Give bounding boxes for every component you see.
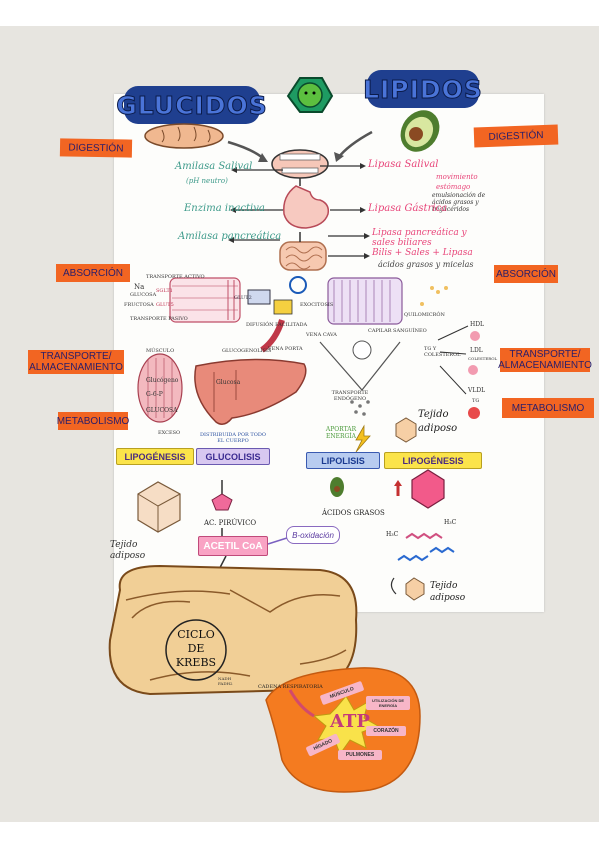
- label-exceso: EXCESO: [158, 430, 181, 436]
- stomach-icon: [283, 185, 330, 229]
- label-transporte-activo: TRANSPORTE ACTIVO: [146, 274, 205, 280]
- label-difusion: DIFUSIÓN FACILITADA: [246, 322, 308, 328]
- label-musculo: MÚSCULO: [146, 348, 175, 354]
- label-sglt1: SGLT1: [156, 288, 173, 294]
- label-glucogeno: Glucógeno: [146, 377, 179, 384]
- label-vena-porta: VENA PORTA: [268, 346, 303, 352]
- fat-cube-left-icon: [137, 481, 181, 533]
- label-tg-colesterol: TG Y COLESTEROL: [424, 346, 461, 358]
- banner-lipolisis: LIPOLISIS: [306, 452, 380, 469]
- label-acidos-grasos: ÁCIDOS GRASOS: [322, 509, 385, 517]
- label-h3c-2: H₃C: [386, 531, 399, 538]
- label-transporte-endogeno: TRANSPORTE ENDÓGENO: [331, 390, 369, 402]
- absorption-cell-right: [327, 277, 403, 325]
- banner-lipogenesis-left: LIPOGÉNESIS: [116, 448, 194, 465]
- label-vena-cava: VENA CAVA: [306, 332, 337, 338]
- tag-absorcion-left: ABSORCIÓN: [56, 264, 130, 282]
- tag-metabolismo-left: METABOLISMO: [57, 412, 129, 430]
- mouth-icon: [271, 149, 329, 179]
- mitochondria-krebs: [108, 564, 358, 696]
- label-ac-piruvico: AC. PIRÚVICO: [204, 519, 257, 527]
- header-glucidos: GLUCIDOS: [116, 86, 267, 124]
- label-emulsionacion: emulsionación de ácidos grasos y triglic…: [432, 192, 486, 213]
- label-fructosa: FRUCTOSA: [124, 302, 154, 308]
- center-emblem-icon: [286, 77, 334, 113]
- liver-icon: [194, 358, 307, 425]
- tag-transporte-right: TRANSPORTE/ ALMACENAMIENTO: [498, 348, 592, 372]
- label-amilasa-pancreatica: Amilasa pancreática: [178, 231, 282, 242]
- tag-digestion-left: DIGESTIÓN: [59, 138, 133, 158]
- label-lipasa-gastrica: Lipasa Gástrica: [368, 203, 448, 214]
- label-glucosa-higado: Glucosa: [216, 379, 241, 386]
- label-acidos-micelas: ácidos grasos y micelas: [378, 260, 474, 269]
- fat-cube-right-icon: [405, 577, 425, 601]
- label-tejido-adiposo-left: Tejido adiposo: [110, 540, 146, 561]
- label-lipasa-salival: Lipasa Salival: [368, 159, 439, 170]
- label-exocitosis: EXOCITOSIS: [300, 302, 334, 308]
- label-nadh: NADH FADH2: [218, 676, 233, 686]
- label-na: Na: [134, 283, 145, 291]
- bread-icon: [144, 123, 224, 149]
- banner-acetil-coa: ACETIL CoA: [198, 536, 268, 556]
- label-tejido-adiposo-right-bottom: Tejido adiposo: [430, 581, 466, 603]
- label-glut5: GLUT5: [156, 302, 174, 308]
- label-quilomicron: QUILOMICRÓN: [404, 312, 445, 318]
- label-vldl: VLDL: [468, 387, 486, 394]
- muscle-icon: [137, 353, 183, 423]
- label-glucogenolisis: GLUCOGENOLISIS: [222, 348, 272, 354]
- label-movimiento: movimiento estómago: [436, 173, 478, 191]
- label-glucosa-abs: GLUCOSA: [130, 292, 157, 298]
- label-colesterol: COLESTEROL: [468, 356, 498, 361]
- label-atp-corazon: CORAZÓN: [366, 726, 406, 736]
- label-g6p: G-6-P: [146, 391, 163, 398]
- label-ldl: LDL: [470, 347, 483, 354]
- label-capilar: CAPILAR SANGUÍNEO: [368, 328, 427, 334]
- banner-glucolisis: GLUCOLISIS: [196, 448, 270, 465]
- label-lipasa-pancreatica: Lipasa pancreática y sales biliares: [372, 228, 467, 248]
- label-bilis: Bilis + Sales + Lipasa: [372, 248, 473, 258]
- label-hdl: HDL: [470, 321, 485, 328]
- label-krebs: CICLO DE KREBS: [175, 628, 217, 669]
- small-cube-right-icon: [395, 417, 417, 443]
- header-lipidos: LIPIDOS: [363, 70, 482, 108]
- label-glut2: GLUT2: [234, 295, 252, 301]
- intestine-icon: [279, 241, 327, 271]
- label-atp: ATP: [330, 711, 370, 732]
- label-amilasa-salival: Amilasa Salival: [175, 161, 253, 172]
- tag-metabolismo-right: METABOLISMO: [502, 398, 594, 418]
- tag-digestion-right: DIGESTIÓN: [473, 124, 559, 148]
- banner-b-oxidacion: B-oxidación: [286, 526, 340, 544]
- label-aportar-energia: APORTAR ENERGÍA: [325, 426, 357, 440]
- absorption-cell-left: [169, 277, 241, 323]
- label-transporte-pasivo: TRANSPORTE PASIVO: [130, 316, 188, 322]
- label-tejido-adiposo-right-top: Tejido adiposo: [418, 409, 458, 434]
- label-atp-utilizacion: UTILIZACIÓN DE ENERGÍA: [366, 696, 410, 710]
- label-distribuida: DISTRIBUIDA POR TODO EL CUERPO: [200, 432, 266, 444]
- label-ph-neutro: (pH neutro): [186, 177, 228, 185]
- energy-bolt-icon: [355, 424, 371, 453]
- banner-lipogenesis-right: LIPOGÉNESIS: [384, 452, 482, 469]
- label-cadena: CADENA RESPIRATORIA: [258, 684, 323, 690]
- label-tg: TG: [472, 398, 480, 404]
- label-enzima-inactiva: Enzima inactiva: [184, 203, 265, 214]
- label-glucosa-musculo: GLUCOSA: [146, 407, 178, 414]
- avocado-icon: [400, 110, 440, 152]
- label-atp-pulmones: PULMONES: [338, 750, 382, 760]
- tag-absorcion-right: ABSORCIÓN: [494, 265, 558, 283]
- label-h3c-1: H₃C: [444, 519, 457, 526]
- triglyceride-hexagon-icon: [411, 469, 445, 509]
- tag-transporte-left: TRANSPORTE/ ALMACENAMIENTO: [28, 350, 124, 374]
